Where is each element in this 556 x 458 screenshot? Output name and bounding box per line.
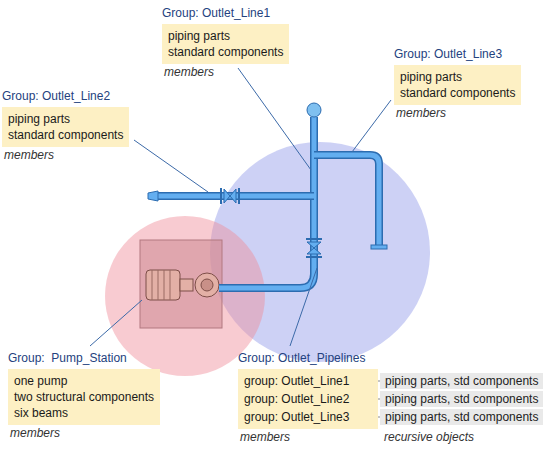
member-list: one pump two structural components six b… (14, 373, 154, 421)
members-caption: members (2, 147, 129, 163)
pump-symbol (195, 273, 219, 297)
text-line: piping parts (8, 111, 123, 127)
vent-ball (307, 103, 321, 117)
leader-line (134, 140, 208, 192)
text-line: standard components (8, 127, 123, 143)
member-list: piping parts standard components (168, 28, 283, 60)
group-callout: Group: Outlet_Line1piping parts standard… (162, 5, 289, 80)
group-heading: Group: Outlet_Line3 (394, 46, 521, 62)
pipe (219, 117, 314, 288)
text-line: standard components (168, 44, 283, 60)
group-callout: Group: Pump_Stationone pump two structur… (8, 350, 160, 441)
members-caption: members (8, 425, 160, 441)
member-box: piping parts standard components (394, 65, 521, 105)
text-line: one pump (14, 373, 154, 389)
valve-flange (221, 188, 239, 204)
group-heading: Group: Pump_Station (8, 350, 160, 366)
motor-symbol (146, 270, 180, 300)
member-box: one pump two structural components six b… (8, 369, 160, 425)
motor-fins (152, 270, 170, 300)
group-callout: Group: Outlet_Pipelines group: Outlet_Lin… (238, 350, 378, 445)
group-callout: Group: Outlet_Line2piping parts standard… (2, 88, 129, 163)
coupling-symbol (180, 279, 193, 291)
leader-line (352, 100, 391, 152)
recursive-object: piping parts, std components (385, 373, 538, 389)
object-box: piping parts, std components (380, 373, 543, 389)
leader-line (238, 68, 311, 170)
pipe-end (148, 191, 158, 201)
members-caption: members (162, 64, 289, 80)
member-box: piping parts standard components (2, 107, 129, 147)
pump-symbol (201, 279, 213, 291)
flange (371, 245, 387, 249)
object-box: piping parts, std components (380, 391, 543, 407)
valve-symbol (307, 242, 321, 254)
group-reference: group: Outlet_Line2 (244, 390, 372, 408)
column-caption: recursive objects (384, 429, 556, 445)
group-reference: group: Outlet_Line3 (244, 408, 372, 426)
pipe (219, 117, 314, 288)
group-reference: group: Outlet_Line1 (244, 372, 372, 390)
member-row: group: Outlet_Line3 (244, 408, 372, 426)
pipe (314, 155, 379, 246)
member-box: piping parts standard components (162, 24, 289, 64)
text-line: piping parts (168, 28, 283, 44)
group-heading: Group: Outlet_Line2 (2, 88, 129, 104)
object-box: piping parts, std components (380, 409, 543, 425)
members-caption: members (238, 429, 378, 445)
group-callout: Group: Outlet_Line3piping parts standard… (394, 46, 521, 121)
leader-line (290, 268, 317, 346)
valve-symbol (224, 189, 236, 203)
member-list: piping parts standard components (400, 69, 515, 101)
pump-skid (140, 240, 222, 328)
text-line: standard components (400, 85, 515, 101)
text-line: six beams (14, 405, 154, 421)
recursive-object: piping parts, std components (385, 409, 538, 425)
group-heading: Group: Outlet_Pipelines (238, 350, 378, 366)
member-list: piping parts standard components (8, 111, 123, 143)
members-caption: members (394, 105, 521, 121)
text-line: piping parts (400, 69, 515, 85)
group-heading: Group: Outlet_Line1 (162, 5, 289, 21)
recursive-object: piping parts, std components (385, 391, 538, 407)
member-row: group: Outlet_Line2 (244, 390, 372, 408)
member-row: group: Outlet_Line1 (244, 372, 372, 390)
valve-flange (306, 239, 322, 257)
text-line: two structural components (14, 389, 154, 405)
member-box: group: Outlet_Line1group: Outlet_Line2gr… (238, 369, 378, 429)
pipe (314, 155, 379, 246)
leader-line (90, 300, 142, 346)
